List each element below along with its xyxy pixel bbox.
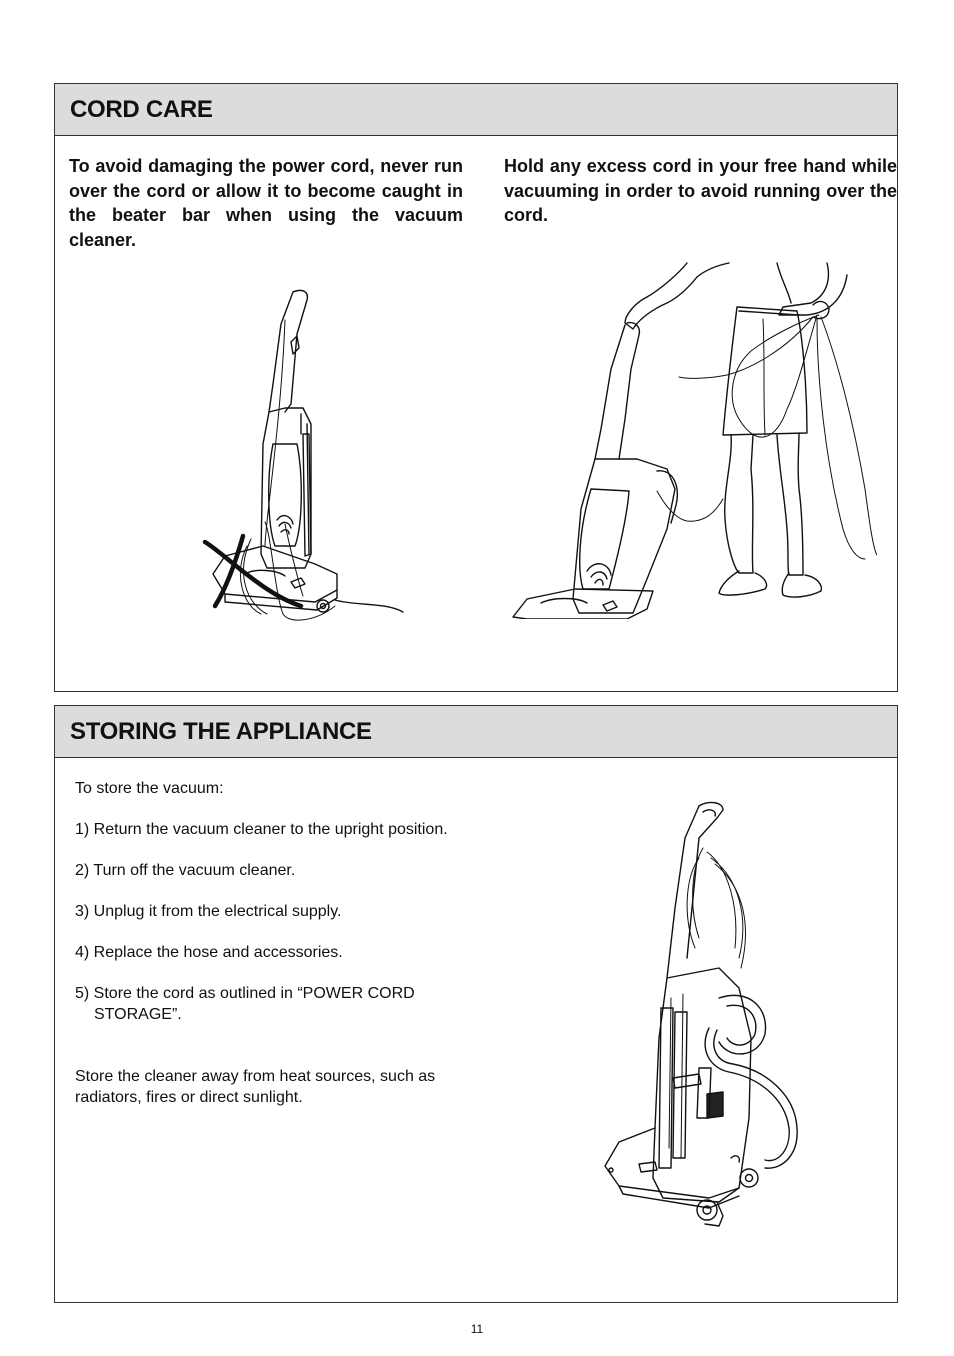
storing-title: STORING THE APPLIANCE <box>70 717 372 745</box>
page-number: 11 <box>470 1322 484 1336</box>
woman-holding-cord-illustration <box>512 262 877 619</box>
storing-note: Store the cleaner away from heat sources… <box>75 1068 436 1106</box>
storing-intro: To store the vacuum: <box>75 780 224 797</box>
storing-instructions: To store the vacuum: 1) Return the vacuu… <box>75 778 455 1108</box>
storing-header: STORING THE APPLIANCE <box>55 706 897 758</box>
storing-step-4: 4) Replace the hose and accessories. <box>75 944 343 961</box>
cord-care-header: CORD CARE <box>55 84 897 136</box>
storing-step-2: 2) Turn off the vacuum cleaner. <box>75 862 296 879</box>
storing-step-5: 5) Store the cord as outlined in “POWER … <box>75 985 415 1023</box>
storing-step-3: 3) Unplug it from the electrical supply. <box>75 903 342 920</box>
storing-section: STORING THE APPLIANCE To store the vacuu… <box>54 705 898 1303</box>
cord-care-tip-text: Hold any excess cord in your free hand w… <box>504 156 897 225</box>
cord-care-section: CORD CARE To avoid damaging the power co… <box>54 83 898 692</box>
cord-care-warning-text: To avoid damaging the power cord, never … <box>69 156 463 250</box>
vacuum-over-cord-illustration <box>202 289 404 621</box>
storing-step-1: 1) Return the vacuum cleaner to the upri… <box>75 821 448 838</box>
cord-care-title: CORD CARE <box>70 95 213 123</box>
stored-vacuum-illustration <box>604 801 798 1227</box>
